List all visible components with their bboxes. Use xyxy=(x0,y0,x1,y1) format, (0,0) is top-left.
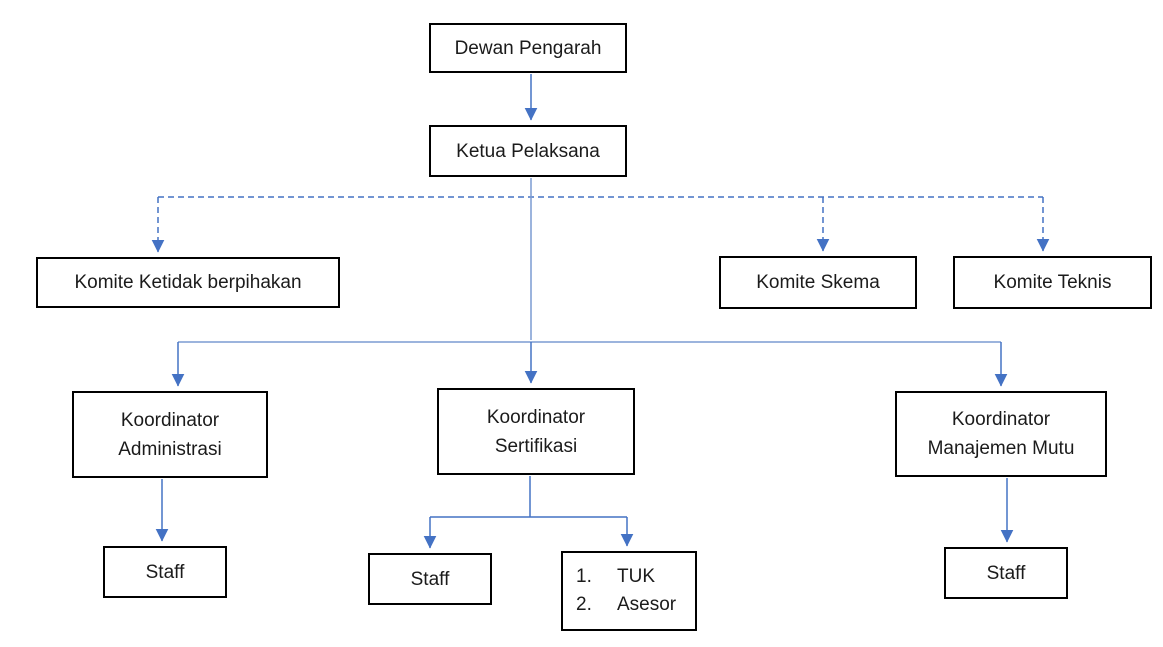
node-label: Komite Skema xyxy=(756,272,880,293)
node-label: Staff xyxy=(986,562,1026,584)
node-koordinator-sertifikasi: Koordinator Sertifikasi xyxy=(437,388,635,475)
node-komite-skema: Komite Skema xyxy=(719,256,917,309)
node-dewan-pengarah: Dewan Pengarah xyxy=(429,23,627,73)
node-label: Dewan Pengarah xyxy=(454,37,602,59)
list-item-label: Asesor xyxy=(617,594,677,615)
node-label: Ketua Pelaksana xyxy=(456,140,600,162)
node-komite-teknis: Komite Teknis xyxy=(953,256,1152,309)
node-label-line2: Manajemen Mutu xyxy=(927,438,1075,459)
node-koordinator-manajemen-mutu: Koordinator Manajemen Mutu xyxy=(895,391,1107,477)
list-item-tuk: 1. TUK xyxy=(576,563,655,591)
node-label: Staff xyxy=(410,568,450,590)
node-label: Staff xyxy=(145,561,185,583)
node-label: Komite Ketidak berpihakan xyxy=(74,272,302,293)
node-ketua-pelaksana: Ketua Pelaksana xyxy=(429,125,627,177)
node-koordinator-administrasi: Koordinator Administrasi xyxy=(72,391,268,478)
node-label-line1: Koordinator xyxy=(486,406,586,428)
node-label-line1: Koordinator xyxy=(951,409,1051,430)
node-staff-administrasi: Staff xyxy=(103,546,227,598)
node-label-line2: Sertifikasi xyxy=(494,435,578,457)
list-item-asesor: 2. Asesor xyxy=(576,591,676,619)
node-label: Komite Teknis xyxy=(993,272,1112,293)
node-label-line1: Koordinator xyxy=(120,409,220,431)
node-komite-ketidak-berpihakan: Komite Ketidak berpihakan xyxy=(36,257,340,308)
list-number: 2. xyxy=(576,594,592,615)
node-label-line2: Administrasi xyxy=(118,438,222,460)
list-item-label: TUK xyxy=(617,566,655,587)
node-staff-sertifikasi: Staff xyxy=(368,553,492,605)
node-staff-manajemen-mutu: Staff xyxy=(944,547,1068,599)
node-tuk-asesor: 1. TUK 2. Asesor xyxy=(561,551,697,631)
list-number: 1. xyxy=(576,566,592,587)
